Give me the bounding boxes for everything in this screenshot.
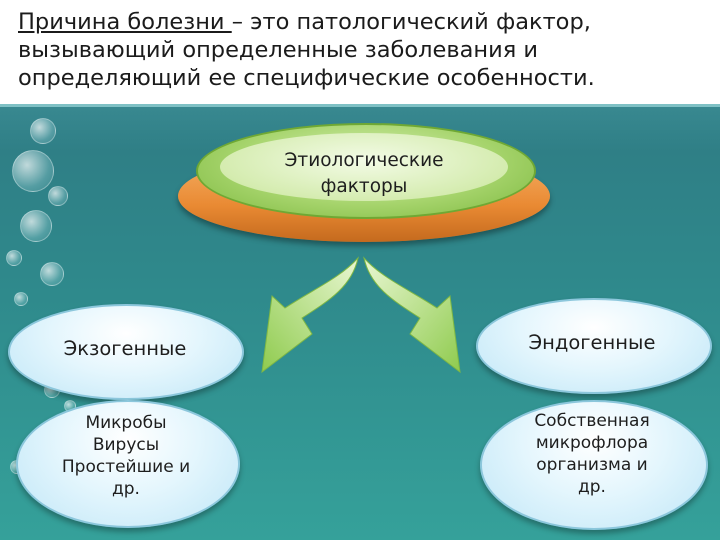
- definition-body: – это патологический фактор, вызывающий …: [18, 9, 595, 91]
- exogenous-example-item: Простейшие и: [61, 457, 191, 477]
- exogenous-title: Экзогенные: [63, 337, 187, 360]
- endogenous-example-item: микрофлора: [535, 433, 649, 453]
- endogenous-example-item: организма и: [536, 455, 648, 475]
- endogenous-examples-node: [480, 400, 708, 530]
- center-node-label: Этиологические факторы: [230, 148, 498, 200]
- bubble-decoration: [48, 186, 68, 206]
- exogenous-examples-node: [16, 400, 240, 528]
- bubble-decoration: [6, 250, 22, 266]
- title-panel: Причина болезни – это патологический фак…: [0, 0, 720, 107]
- bubble-decoration: [30, 118, 56, 144]
- arrow-right-icon: [363, 256, 461, 374]
- definition-term: Причина болезни: [18, 9, 232, 35]
- bubble-decoration: [14, 292, 28, 306]
- endogenous-examples-list: Собственная микрофлора организма и др.: [506, 410, 678, 498]
- endogenous-example-item: Собственная: [534, 411, 650, 431]
- exogenous-examples-list: Микробы Вирусы Простейшие и др.: [42, 412, 210, 500]
- bubble-decoration: [40, 262, 64, 286]
- definition-text: Причина болезни – это патологический фак…: [18, 8, 708, 92]
- center-label-line: факторы: [320, 176, 408, 197]
- bubble-decoration: [20, 210, 52, 242]
- exogenous-example-item: др.: [112, 479, 140, 499]
- bubble-decoration: [12, 150, 54, 192]
- arrow-left-icon: [261, 256, 359, 374]
- center-label-line: Этиологические: [284, 150, 444, 171]
- disc-inner: [220, 133, 508, 201]
- endogenous-node: [476, 298, 712, 394]
- exogenous-node: [8, 304, 244, 400]
- exogenous-example-item: Микробы: [85, 413, 167, 433]
- exogenous-example-item: Вирусы: [92, 435, 160, 455]
- endogenous-title: Эндогенные: [528, 331, 656, 354]
- endogenous-example-item: др.: [578, 477, 606, 497]
